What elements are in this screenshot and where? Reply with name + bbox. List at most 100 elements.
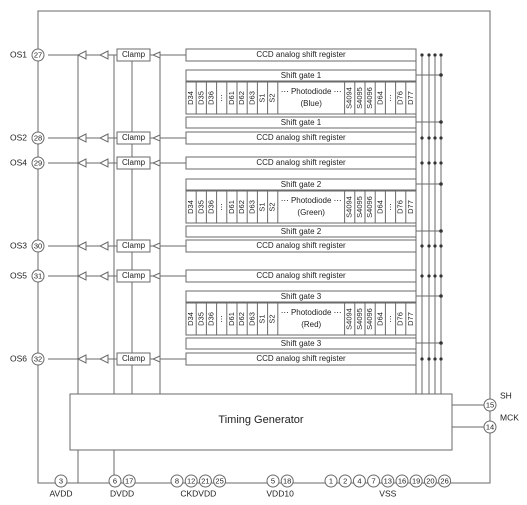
bus-junction-dot	[427, 136, 431, 140]
output-pin-number: 28	[34, 133, 42, 142]
bus-junction-dot	[439, 182, 443, 186]
power-pin-number: 13	[384, 476, 392, 485]
bus-junction-dot	[433, 357, 437, 361]
pixel-cell-label: D64	[375, 91, 384, 105]
pixel-cell-label: D34	[186, 312, 195, 326]
output-stage: CCD analog shift register Clamp 31 OS5	[10, 269, 443, 283]
buffer-triangle-icon	[98, 133, 109, 143]
ccd-shift-register-label: CCD analog shift register	[256, 133, 346, 142]
pixel-cell-label: D61	[227, 312, 236, 326]
bus-junction-dot	[439, 161, 443, 165]
output-pin-number: 31	[34, 271, 42, 280]
bus-junction-dot	[439, 341, 443, 345]
pixel-cell-label: ⋯	[385, 94, 394, 102]
output-pin	[31, 131, 45, 145]
right-pin	[483, 420, 497, 434]
bus-junction-dot	[433, 161, 437, 165]
pixel-cell-label: S2	[268, 93, 277, 102]
power-pin	[213, 474, 227, 488]
signal-arrow-icon	[151, 242, 161, 250]
bus-junction-dot	[439, 53, 443, 57]
photodiode-array	[185, 190, 417, 224]
pixel-cell-label: D35	[196, 91, 205, 105]
output-pin-number: 30	[34, 241, 42, 250]
power-pin-number: 20	[426, 476, 434, 485]
pixel-cell-label: S4094	[345, 87, 354, 109]
photodiode-array	[185, 81, 417, 115]
power-pin	[438, 474, 452, 488]
bus-junction-dot	[439, 73, 443, 77]
clamp-label: Clamp	[122, 354, 146, 363]
output-pin	[31, 48, 45, 62]
pixel-cell-label: ⋯	[217, 94, 226, 102]
power-pin-number: 4	[357, 476, 361, 485]
pixel-cell-label: ⋯	[385, 315, 394, 323]
shift-gate-label: Shift gate 1	[281, 118, 322, 127]
bus-junction-dot	[420, 244, 424, 248]
buffer-triangle-icon	[98, 158, 109, 168]
power-pin-number: 25	[215, 476, 223, 485]
bus-junction-dot	[420, 136, 424, 140]
pixel-cell-label: D36	[206, 91, 215, 105]
photodiode-color: (Red)	[301, 320, 321, 329]
output-pin	[31, 352, 45, 366]
ccd-shift-register-label: CCD analog shift register	[256, 50, 346, 59]
right-pin-label: MCK	[500, 412, 519, 422]
pixel-cell-label: D77	[406, 91, 415, 105]
clamp-label: Clamp	[122, 50, 146, 59]
pixel-cell-label: D77	[406, 312, 415, 326]
ccd-shift-register-label: CCD analog shift register	[256, 271, 346, 280]
pixel-cell-label: S4095	[355, 196, 364, 218]
power-pin	[324, 474, 338, 488]
pixel-cell-label: D62	[237, 312, 246, 326]
pixel-cell-label: D34	[186, 91, 195, 105]
pixel-cell-label: S1	[257, 93, 266, 102]
pixel-cell-label: D35	[196, 312, 205, 326]
power-pin-number: 26	[440, 476, 448, 485]
pixel-cell-label: D64	[375, 312, 384, 326]
bus-junction-dot	[433, 244, 437, 248]
bus-junction-dot	[439, 136, 443, 140]
buffer-triangle-icon	[76, 133, 87, 143]
bus-junction-dot	[439, 120, 443, 124]
signal-arrow-icon	[151, 51, 161, 59]
pixel-cell-label: ⋯	[217, 315, 226, 323]
pixel-cell-label: D77	[406, 200, 415, 214]
pixel-cell-label: S4094	[345, 196, 354, 218]
power-pin	[280, 474, 294, 488]
photodiode-array	[185, 302, 417, 336]
output-pin	[31, 156, 45, 170]
power-pin-number: 16	[398, 476, 406, 485]
photodiode-label: ⋯ Photodiode ⋯	[281, 196, 342, 205]
power-group-label: DVDD	[110, 488, 134, 498]
ccd-shift-register-label: CCD analog shift register	[256, 354, 346, 363]
power-pin-number: 1	[329, 476, 333, 485]
buffer-triangle-icon	[76, 354, 87, 364]
signal-arrow-icon	[151, 159, 161, 167]
power-pin	[338, 474, 352, 488]
bus-junction-dot	[427, 53, 431, 57]
clamp-label: Clamp	[122, 271, 146, 280]
ccd-shift-register-label: CCD analog shift register	[256, 241, 346, 250]
photodiode-label: ⋯ Photodiode ⋯	[281, 308, 342, 317]
output-label: OS4	[10, 157, 27, 167]
output-pin	[31, 239, 45, 253]
buffer-triangle-icon	[98, 241, 109, 251]
output-label: OS5	[10, 270, 27, 280]
right-pin-label: SH	[500, 390, 512, 400]
power-pin	[395, 474, 409, 488]
pixel-cell-label: D64	[375, 200, 384, 214]
shift-gate-label: Shift gate 1	[281, 71, 322, 80]
output-label: OS1	[10, 49, 27, 59]
pixel-cell-label: D61	[227, 91, 236, 105]
bus-junction-dot	[439, 274, 443, 278]
buffer-triangle-icon	[76, 158, 87, 168]
bus-junction-dot	[433, 274, 437, 278]
right-pin	[483, 398, 497, 412]
